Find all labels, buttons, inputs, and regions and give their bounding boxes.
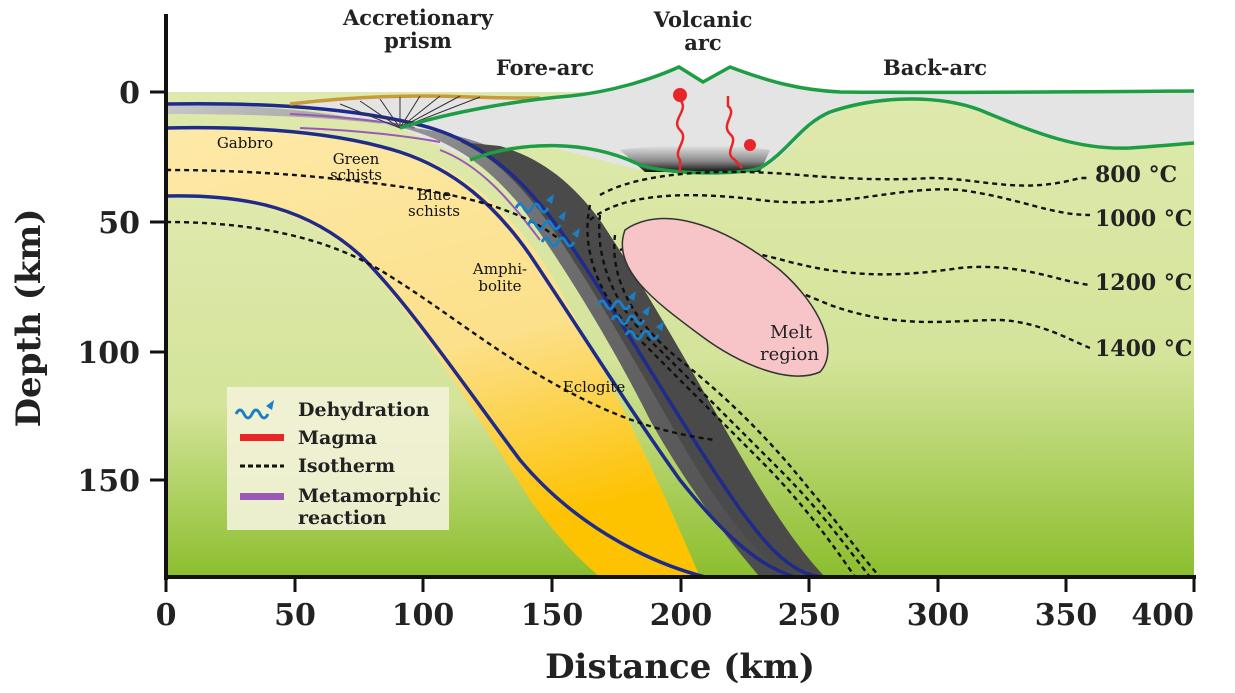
tick-marks xyxy=(150,90,1196,592)
legend-dehydration: Dehydration xyxy=(298,399,430,421)
green-schists-label-1: Green xyxy=(333,150,380,168)
xtick-100: 100 xyxy=(392,598,455,633)
accretionary-prism xyxy=(289,94,541,106)
xtick-400: 400 xyxy=(1131,598,1194,633)
legend-isotherm: Isotherm xyxy=(298,455,395,477)
legend-box xyxy=(227,387,449,530)
melt-label-2: region xyxy=(760,344,819,365)
isotherm-label-1200: 1200 °C xyxy=(1095,270,1192,296)
melt-region xyxy=(621,217,829,377)
accretionary-label-1: Accretionary xyxy=(342,5,494,30)
amphibolite-label-1: Amphi- xyxy=(472,260,527,278)
blue-schists-label-2: schists xyxy=(408,202,460,220)
ytick-50: 50 xyxy=(98,206,140,241)
xtick-200: 200 xyxy=(650,598,713,633)
xtick-150: 150 xyxy=(521,598,584,633)
melt-label-1: Melt xyxy=(770,322,813,343)
back-arc-label: Back-arc xyxy=(883,55,987,80)
isotherm-label-1400: 1400 °C xyxy=(1095,336,1192,362)
subducting-slab-top xyxy=(166,104,795,577)
volcanic-label-2: arc xyxy=(684,30,721,55)
isotherm-label-1000: 1000 °C xyxy=(1095,206,1192,232)
xtick-250: 250 xyxy=(778,598,841,633)
isotherm-label-800: 800 °C xyxy=(1095,162,1177,188)
accretionary-label-2: prism xyxy=(384,28,452,53)
ytick-150: 150 xyxy=(77,464,140,499)
magma-chamber-2 xyxy=(744,139,756,151)
gabbro-label: Gabbro xyxy=(217,134,273,152)
volcanic-label-1: Volcanic xyxy=(653,7,753,32)
magma-chamber-1 xyxy=(673,88,687,102)
xtick-350: 350 xyxy=(1035,598,1098,633)
ytick-100: 100 xyxy=(77,336,140,371)
arc-outlines xyxy=(399,65,1195,175)
metamorphic-swatch xyxy=(240,493,284,500)
eclogite-label: Eclogite xyxy=(563,378,626,396)
amphibolite-label-2: bolite xyxy=(478,277,521,295)
moho-zone xyxy=(620,145,770,172)
fore-arc-label: Fore-arc xyxy=(496,55,594,80)
xtick-50: 50 xyxy=(274,598,316,633)
legend-metamorphic-2: reaction xyxy=(298,507,387,529)
xtick-300: 300 xyxy=(907,598,970,633)
xtick-0: 0 xyxy=(156,598,177,633)
magma-swatch xyxy=(240,434,284,441)
magma-conduits xyxy=(675,90,743,172)
x-axis-title: Distance (km) xyxy=(545,647,815,687)
legend-magma: Magma xyxy=(298,427,377,449)
y-axis-title: Depth (km) xyxy=(9,209,49,428)
blue-schists-label-1: Blue xyxy=(417,186,451,204)
slab-outlines xyxy=(165,101,826,579)
legend: Dehydration Magma Isotherm Metamorphic r… xyxy=(227,387,449,530)
legend-metamorphic-1: Metamorphic xyxy=(298,485,441,507)
ytick-0: 0 xyxy=(119,76,140,111)
green-schists-label-2: schists xyxy=(330,166,382,184)
